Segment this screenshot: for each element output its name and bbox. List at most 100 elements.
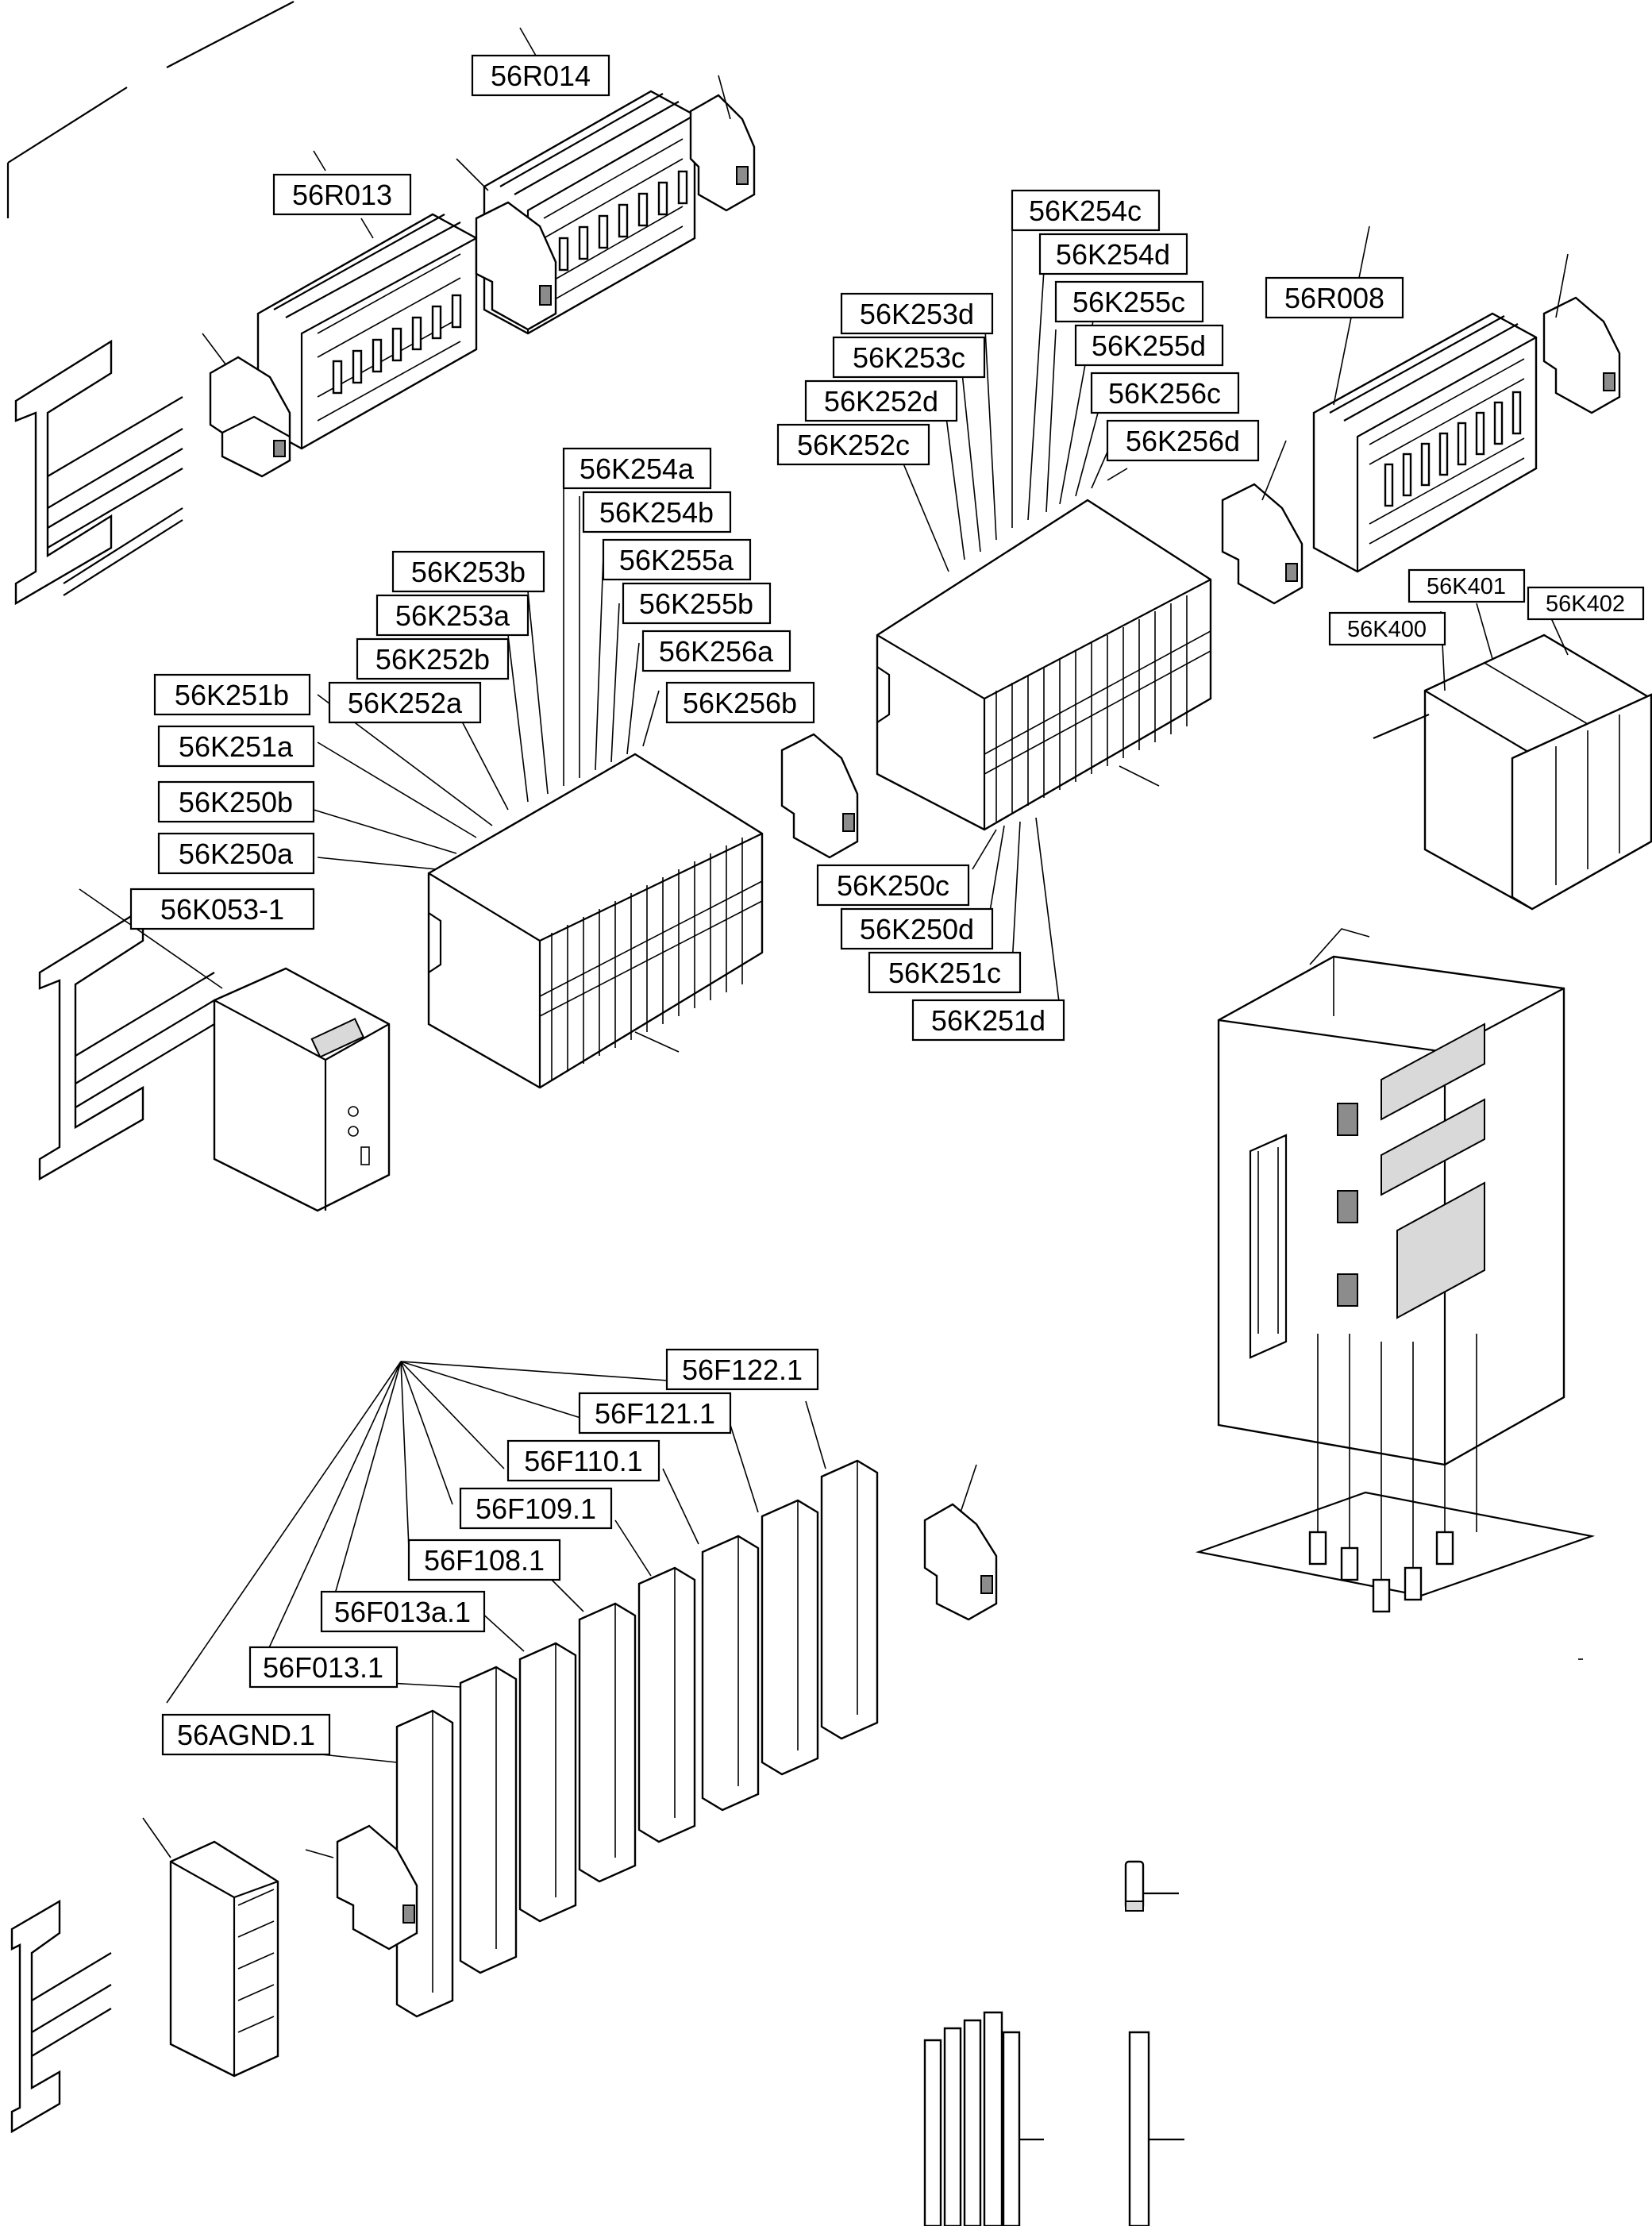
label-f013a: 56F013a.1 bbox=[320, 1590, 486, 1633]
din-rail-top bbox=[14, 339, 183, 606]
label-k251a-text: 56K251a bbox=[179, 730, 294, 763]
cabinet-outline-corner bbox=[6, 1, 295, 218]
label-k401-text: 56K401 bbox=[1427, 574, 1506, 599]
label-k251d: 56K251d bbox=[911, 999, 1065, 1042]
label-k256a-text: 56K256a bbox=[659, 635, 774, 668]
label-f108: 56F108.1 bbox=[407, 1539, 561, 1581]
label-k252a: 56K252a bbox=[328, 681, 482, 724]
label-k251d-text: 56K251d bbox=[931, 1004, 1045, 1037]
label-k255a-text: 56K255a bbox=[619, 544, 734, 576]
end-clamp-r008-right bbox=[1542, 296, 1621, 414]
label-k400: 56K400 bbox=[1328, 611, 1446, 646]
label-k254b: 56K254b bbox=[582, 491, 732, 533]
label-f013a-text: 56F013a.1 bbox=[334, 1596, 471, 1628]
label-k254d: 56K254d bbox=[1038, 233, 1188, 275]
label-f108-text: 56F108.1 bbox=[424, 1544, 545, 1577]
label-k253b: 56K253b bbox=[391, 550, 545, 593]
label-f122: 56F122.1 bbox=[665, 1348, 819, 1391]
label-k253c: 56K253c bbox=[832, 336, 986, 379]
label-k252c-text: 56K252c bbox=[797, 429, 910, 461]
contactor-k400-k402 bbox=[1373, 634, 1652, 911]
label-f109-text: 56F109.1 bbox=[476, 1492, 596, 1525]
label-f013: 56F013.1 bbox=[248, 1646, 399, 1689]
label-k252b: 56K252b bbox=[356, 637, 510, 680]
end-clamp-fuse-right bbox=[923, 1503, 998, 1621]
label-k402-text: 56K402 bbox=[1546, 591, 1625, 617]
label-k255d-text: 56K255d bbox=[1092, 329, 1206, 362]
label-k256b-text: 56K256b bbox=[683, 687, 797, 719]
label-r014-text: 56R014 bbox=[491, 60, 591, 92]
din-rail-bottom bbox=[10, 1899, 112, 2134]
label-k253b-text: 56K253b bbox=[411, 556, 526, 588]
label-k254a: 56K254a bbox=[562, 447, 712, 490]
label-k250c: 56K250c bbox=[816, 864, 970, 907]
label-k255b-text: 56K255b bbox=[639, 587, 753, 620]
label-k400-text: 56K400 bbox=[1347, 617, 1427, 642]
end-clamp-r014-right bbox=[689, 94, 756, 212]
module-k053 bbox=[213, 967, 391, 1212]
end-clamp-r008-left bbox=[1221, 483, 1304, 605]
label-k401: 56K401 bbox=[1407, 568, 1526, 603]
label-k251b-text: 56K251b bbox=[175, 679, 289, 711]
label-f013-text: 56F013.1 bbox=[263, 1651, 383, 1684]
single-cable bbox=[1128, 2031, 1184, 2226]
label-k254c-text: 56K254c bbox=[1029, 194, 1142, 227]
label-k250d: 56K250d bbox=[840, 907, 994, 950]
label-k251c-text: 56K251c bbox=[888, 957, 1001, 989]
label-k254c: 56K254c bbox=[1011, 189, 1161, 232]
label-r008: 56R008 bbox=[1265, 276, 1404, 319]
label-f121: 56F121.1 bbox=[578, 1392, 732, 1435]
label-k250d-text: 56K250d bbox=[860, 913, 974, 945]
control-cabinet bbox=[1195, 928, 1596, 1613]
label-k251a: 56K251a bbox=[157, 725, 315, 768]
label-k253a: 56K253a bbox=[375, 594, 529, 637]
label-k252d-text: 56K252d bbox=[824, 385, 938, 418]
label-k254d-text: 56K254d bbox=[1056, 238, 1170, 271]
end-clamp-fuse-left bbox=[336, 1824, 418, 1951]
label-f109: 56F109.1 bbox=[459, 1487, 613, 1530]
relay-bank-ab bbox=[427, 753, 764, 1089]
label-r008-text: 56R008 bbox=[1284, 282, 1384, 314]
terminal-block-bottom-left bbox=[169, 1840, 279, 2078]
label-k251c: 56K251c bbox=[868, 951, 1022, 994]
label-k256b: 56K256b bbox=[665, 681, 815, 724]
label-r013-text: 56R013 bbox=[292, 179, 392, 211]
part-labels: 56R014 56R013 56R008 56K254c 56K254d 56K… bbox=[129, 54, 1645, 1756]
label-k255c: 56K255c bbox=[1054, 280, 1204, 323]
label-k253a-text: 56K253a bbox=[395, 599, 510, 632]
label-k253d: 56K253d bbox=[840, 292, 994, 335]
label-k252a-text: 56K252a bbox=[348, 687, 463, 719]
din-rail-middle bbox=[38, 907, 215, 1181]
label-k255b: 56K255b bbox=[622, 582, 772, 625]
end-clamp-middle bbox=[780, 733, 859, 859]
label-f110-text: 56F110.1 bbox=[524, 1445, 642, 1477]
label-agnd-text: 56AGND.1 bbox=[177, 1719, 315, 1751]
label-agnd: 56AGND.1 bbox=[161, 1713, 331, 1756]
label-r013: 56R013 bbox=[272, 173, 412, 216]
label-k250a-text: 56K250a bbox=[179, 838, 294, 870]
label-k256c-text: 56K256c bbox=[1108, 377, 1221, 410]
cable-bundle bbox=[923, 2011, 1044, 2226]
end-clamp-r014-left bbox=[475, 201, 557, 331]
label-k250c-text: 56K250c bbox=[837, 869, 949, 902]
label-k256d-text: 56K256d bbox=[1126, 425, 1240, 457]
terminal-block-r008 bbox=[1312, 312, 1538, 573]
relay-bank-cd bbox=[876, 499, 1212, 831]
label-k053-text: 56K053-1 bbox=[160, 893, 284, 926]
label-k256a: 56K256a bbox=[641, 630, 791, 672]
terminal-block-r013 bbox=[256, 213, 478, 450]
label-f121-text: 56F121.1 bbox=[595, 1397, 715, 1430]
fuse-cartridge bbox=[1124, 1860, 1179, 1912]
label-k255c-text: 56K255c bbox=[1072, 286, 1185, 318]
label-k253d-text: 56K253d bbox=[860, 298, 974, 330]
label-k402: 56K402 bbox=[1527, 586, 1645, 621]
label-k252b-text: 56K252b bbox=[375, 643, 490, 676]
label-k256c: 56K256c bbox=[1090, 372, 1240, 414]
label-k252d: 56K252d bbox=[804, 379, 958, 422]
end-clamp-r013 bbox=[209, 356, 291, 478]
label-k254b-text: 56K254b bbox=[599, 496, 714, 529]
leader-lines bbox=[79, 27, 1569, 1858]
label-k254a-text: 56K254a bbox=[580, 453, 695, 485]
label-k250a: 56K250a bbox=[157, 832, 315, 875]
